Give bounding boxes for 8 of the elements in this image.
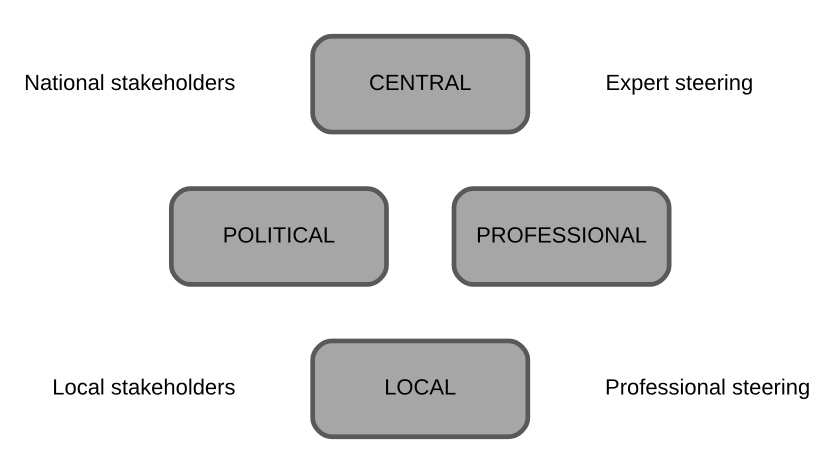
label: National stakeholders xyxy=(24,69,236,94)
label: Local stakeholders xyxy=(52,374,236,400)
label: Professional steering xyxy=(605,374,810,400)
node-box: PROFESSIONAL xyxy=(452,186,672,286)
node-box: LOCAL xyxy=(310,338,530,439)
node-box: POLITICAL xyxy=(169,186,389,286)
label: Expert steering xyxy=(605,69,754,94)
node-box: CENTRAL xyxy=(310,33,530,134)
